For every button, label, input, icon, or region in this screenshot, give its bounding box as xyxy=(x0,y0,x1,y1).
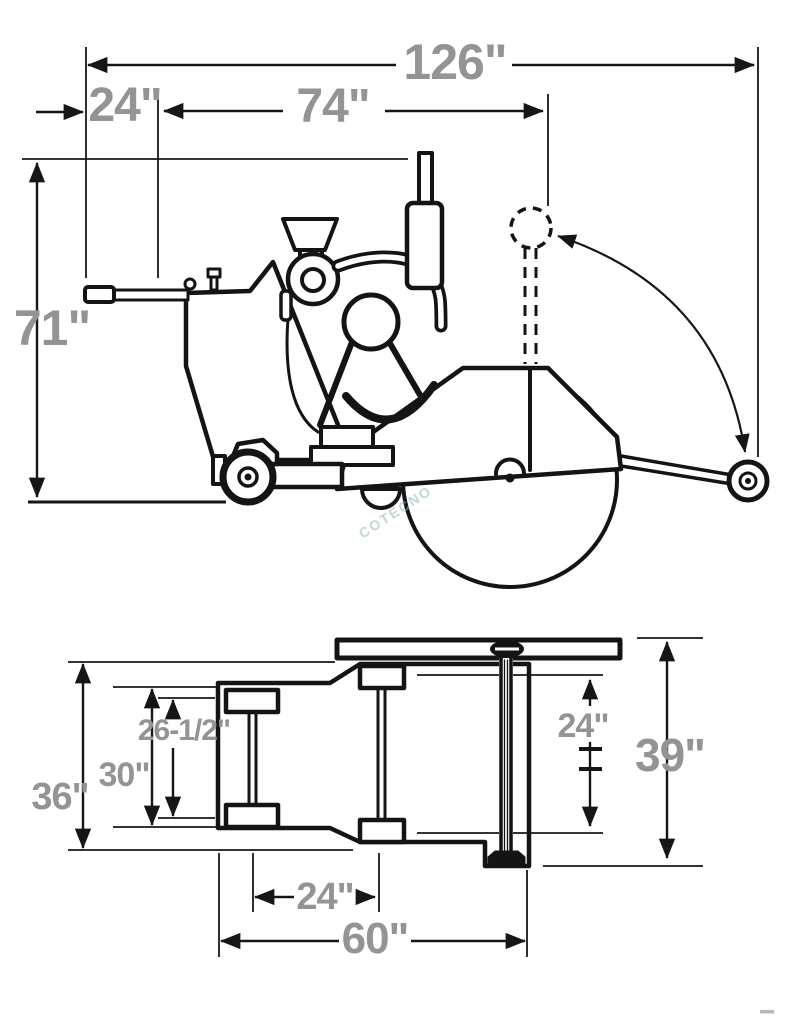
base-rail xyxy=(269,461,345,490)
rear-roller xyxy=(360,487,402,510)
plan-view-dimensions: 36" 30" 26-1/2" 24" 39" 24" 60" xyxy=(31,640,706,963)
front-wheel xyxy=(219,448,277,506)
side-view-dimensions: 126" 24" 74" 71" xyxy=(14,34,756,499)
dim-label-blade-offset: 24" xyxy=(558,707,609,745)
plan-view-drawing xyxy=(215,637,623,869)
starter-handle xyxy=(279,289,293,322)
blade-plan xyxy=(487,640,526,866)
dim-label-overall-length: 126" xyxy=(403,34,506,90)
guard-plan-bar xyxy=(334,637,623,661)
blade-arbor xyxy=(493,457,526,476)
raised-handle-phantom xyxy=(509,206,553,364)
blade-guard xyxy=(334,365,624,492)
dim-label-overall-height: 71" xyxy=(14,300,90,356)
side-view-extension-lines xyxy=(22,47,759,504)
dim-label-outer-track: 30" xyxy=(99,756,150,794)
pointer-arm xyxy=(619,454,740,487)
belt-cover xyxy=(342,381,438,424)
tank-knobs xyxy=(183,267,222,292)
side-view-drawing xyxy=(83,151,770,589)
blade-foot xyxy=(487,850,526,866)
dim-label-front-width: 36" xyxy=(31,776,88,818)
dim-label-body-length: 74" xyxy=(296,80,369,133)
starter-cable xyxy=(285,316,320,434)
rotation-arrow xyxy=(557,234,750,453)
exhaust-pipe xyxy=(417,151,434,210)
dim-label-rear-width: 39" xyxy=(635,729,705,781)
air-cleaner-funnel xyxy=(281,217,339,252)
rear-axle xyxy=(357,663,407,845)
scan-artifact xyxy=(760,1010,774,1014)
dim-label-handle-overhang: 24" xyxy=(88,79,161,132)
handlebar xyxy=(112,288,190,302)
engine-pulley xyxy=(341,292,401,352)
dim-label-inner-track: 26-1/2" xyxy=(138,714,230,747)
handle-grip xyxy=(83,285,116,304)
guide-wheel xyxy=(726,459,770,503)
dim-label-axle-spacing: 24" xyxy=(296,876,353,918)
front-axle xyxy=(223,687,281,830)
muffler xyxy=(404,200,445,291)
dim-label-frame-length: 60" xyxy=(342,914,409,963)
